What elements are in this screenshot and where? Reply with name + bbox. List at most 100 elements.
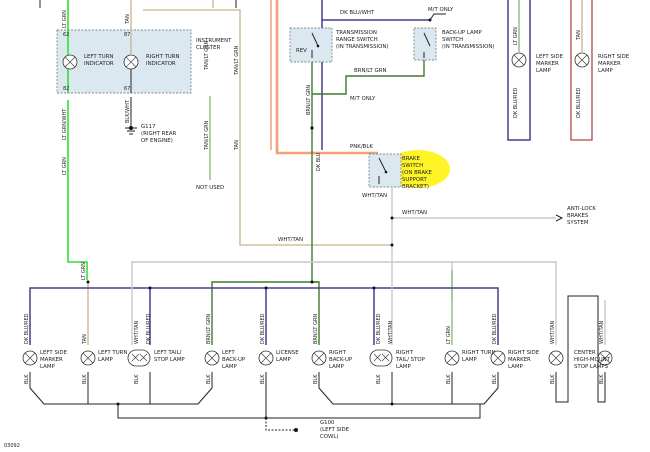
lbl-tan-grn-b: TAN/LT GRN	[204, 120, 210, 151]
lbl-tan-top: TAN	[125, 14, 131, 25]
lamp-x-3	[206, 352, 218, 364]
left-turn-indicator-x	[64, 56, 76, 68]
trs-switch-pin	[316, 44, 320, 48]
lamp-wire-label-6: DK BLU/RED	[376, 313, 382, 344]
lbl-tan-mid: TAN	[234, 140, 240, 151]
trs-switch-contact	[311, 32, 319, 58]
wire-dk-blu-red-bus	[29, 287, 499, 345]
ground-bus-right-end	[452, 372, 499, 405]
g117-dot	[129, 126, 133, 130]
instrument-cluster-box	[56, 29, 192, 94]
lamp-name-3-1: BACK-UP	[222, 357, 246, 363]
right-turn-indicator-label-1: RIGHT TURN	[146, 54, 180, 60]
wire-pnk-blk	[275, 0, 378, 155]
lbl-dk-blu-wht: DK BLU/WHT	[340, 10, 375, 16]
lamp-name-2-0: LEFT TAIL/	[154, 350, 182, 356]
lamp-name-9-0: CENTER	[574, 350, 596, 356]
left-side-marker-rt-x	[513, 54, 525, 66]
trs-label-1: TRANSMISSION	[335, 30, 377, 36]
lbl-brn-lt-grn-a: BRN/LT GRN	[306, 85, 312, 115]
lbl-tan-grn-top: TAN/LT GRN	[204, 40, 210, 71]
wire-brn-lt-grn-b	[312, 60, 425, 95]
not-used-label: NOT USED	[196, 185, 224, 191]
mt-only-top: M/T ONLY	[428, 7, 454, 13]
lamp-blk-label-5: BLK	[313, 374, 319, 384]
g100-loc-1: (LEFT SIDE	[320, 427, 350, 433]
left-marker-rt-label-1: LEFT SIDE	[536, 54, 564, 60]
lamp-name-9-1: HIGH-MOUNT	[574, 357, 611, 363]
lamp-x-5	[313, 352, 325, 364]
lamp-name-8-0: RIGHT SIDE	[508, 350, 540, 356]
lamp-name-0-2: LAMP	[40, 364, 55, 370]
lamp-blk-label-3: BLK	[206, 374, 212, 384]
lbl-lt-grn-left: LT GRN	[62, 157, 68, 175]
lamp-x-0	[24, 352, 36, 364]
lbl-pnk-blk: PNK/BLK	[350, 144, 373, 150]
lamp-name-5-2: LAMP	[329, 364, 344, 370]
lamp-x-4	[260, 352, 272, 364]
brake-switch-highlight	[386, 150, 450, 188]
lamp-name-4-1: LAMP	[276, 357, 291, 363]
right-side-marker-rt-x	[576, 54, 588, 66]
g100-loc-2: COWL)	[320, 434, 338, 440]
lamp-name-3-2: LAMP	[222, 364, 237, 370]
g100-lead	[265, 418, 296, 431]
brake-label-2: SWITCH	[402, 163, 423, 169]
brake-switch-pin	[384, 170, 388, 174]
g117-loc-1: (RIGHT REAR	[141, 131, 177, 137]
lamp-name-2-1: STOP LAMP	[154, 357, 185, 363]
trs-label-3: (IN TRANSMISSION)	[336, 44, 388, 50]
backup-switch-lead	[429, 13, 446, 21]
lamp-blk-label-8: BLK	[492, 374, 498, 384]
ground-main	[117, 404, 481, 419]
brake-label-1: BRAKE	[402, 156, 420, 162]
lbl-blk-wht: BLK/WHT	[125, 99, 131, 123]
lamp-name-8-2: LAMP	[508, 364, 523, 370]
ground-bus-left	[29, 372, 213, 405]
left-turn-indicator-label-2: INDICATOR	[84, 61, 114, 67]
lamp-wire-label-9: WHT/TAN	[550, 320, 556, 344]
junction-blu-1	[148, 286, 152, 290]
g117-loc-2: OF ENGINE)	[141, 138, 173, 144]
lamp-name-3-0: LEFT	[222, 350, 235, 356]
lbl-lt-grn-wht: LT GRN/WHT	[62, 108, 68, 140]
cluster-label-1: INSTRUMENT	[196, 38, 232, 44]
lamp-blk-label-4: BLK	[260, 374, 266, 384]
lamp-x-8	[492, 352, 504, 364]
brake-label-5: BRACKET)	[402, 184, 429, 190]
junction-abs	[390, 216, 394, 220]
left-marker-rt-label-2: MARKER	[536, 61, 559, 67]
g117-label: G117	[141, 124, 155, 130]
pin-87: 87	[124, 32, 130, 38]
lbl-dk-blu-red-rt1: DK BLU/RED	[513, 87, 519, 118]
junction-gnd-1	[116, 402, 120, 406]
lamp-blk-label-1: BLK	[82, 374, 88, 384]
lamp-filament-6	[373, 353, 390, 362]
wire-right-marker-rt	[570, 0, 593, 141]
lbl-lt-grn-rt1: LT GRN	[513, 27, 519, 45]
left-turn-indicator-label-1: LEFT TURN	[84, 54, 113, 60]
wire-brn-bus	[211, 281, 320, 300]
right-turn-indicator-label-2: INDICATOR	[146, 61, 176, 67]
lbl-brn-lt-grn-b: BRN/LT GRN	[354, 68, 387, 74]
lamp-wire2-label-2: DK BLU/RED	[146, 313, 152, 344]
right-marker-rt-label-2: MARKER	[598, 61, 621, 67]
lamp-name-4-0: LICENSE	[276, 350, 299, 356]
abs-label-3: SYSTEM	[567, 220, 589, 226]
lamp-name-6-0: RIGHT	[396, 350, 414, 356]
pin-82: 82	[63, 86, 69, 92]
junction-brn-bus	[310, 280, 314, 284]
lamp-wire2-label-6: WHT/TAN	[388, 320, 394, 344]
lamp-name-1-0: LEFT TURN	[98, 350, 127, 356]
wire-dk-blu-red-drops	[149, 288, 375, 345]
wire-lt-grn-left	[67, 100, 88, 280]
wire-dk-blu-wht	[321, 0, 430, 21]
lbl-tan-grn-a: TAN/LT GRN	[234, 45, 240, 76]
trs-switch-box	[289, 27, 333, 63]
lbl-dk-blu: DK BLU	[316, 152, 322, 171]
pin-62: 62	[63, 32, 69, 38]
lbl-lt-grn-top: LT GRN	[62, 10, 68, 28]
ground-bus-right	[265, 372, 453, 418]
